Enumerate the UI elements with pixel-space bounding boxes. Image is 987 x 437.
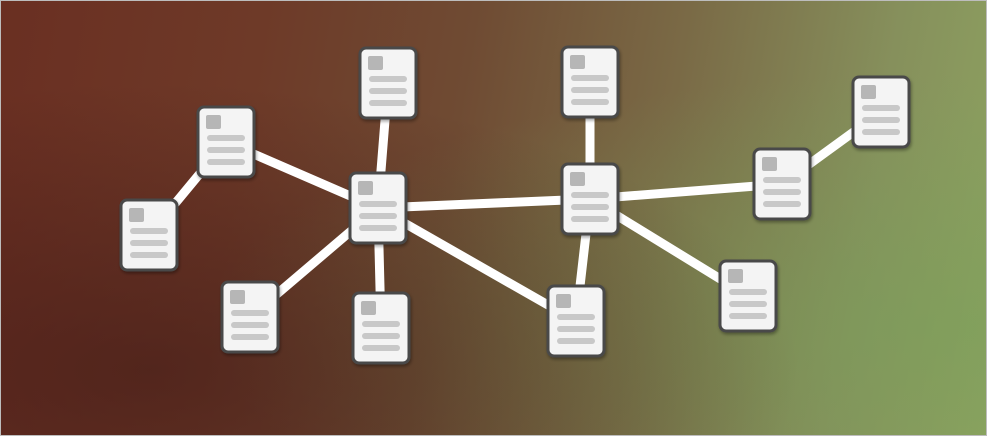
document-thumbnail <box>556 294 571 308</box>
document-text-line <box>369 100 407 106</box>
document-text-line <box>557 338 595 344</box>
document-node-doc-11[interactable] <box>718 259 778 333</box>
document-thumbnail <box>368 56 383 70</box>
document-text-line <box>362 333 400 339</box>
document-text-line <box>231 310 269 316</box>
document-node-doc-3[interactable] <box>220 280 280 354</box>
document-text-line <box>862 129 900 135</box>
document-thumbnail <box>230 290 245 304</box>
document-text-line <box>231 334 269 340</box>
document-text-line <box>207 147 245 153</box>
document-node-doc-4[interactable] <box>348 171 408 245</box>
document-text-line <box>729 313 767 319</box>
document-thumbnail <box>570 55 585 69</box>
document-text-line <box>359 201 397 207</box>
document-node-doc-2[interactable] <box>196 105 256 179</box>
document-text-line <box>557 314 595 320</box>
document-text-line <box>231 322 269 328</box>
edge-doc-9-doc-10 <box>585 179 787 204</box>
document-thumbnail <box>358 181 373 195</box>
document-text-line <box>130 252 168 258</box>
document-node-doc-8[interactable] <box>546 284 606 358</box>
document-thumbnail <box>861 85 876 99</box>
document-text-line <box>369 76 407 82</box>
document-text-line <box>763 189 801 195</box>
document-text-line <box>571 75 609 81</box>
document-node-doc-1[interactable] <box>119 198 179 272</box>
document-node-doc-12[interactable] <box>851 75 911 149</box>
document-text-line <box>362 321 400 327</box>
document-text-line <box>862 105 900 111</box>
document-text-line <box>359 213 397 219</box>
document-text-line <box>130 240 168 246</box>
edge-doc-4-doc-9 <box>373 194 595 213</box>
document-text-line <box>763 201 801 207</box>
document-text-line <box>207 159 245 165</box>
document-text-line <box>571 192 609 198</box>
document-node-doc-10[interactable] <box>752 147 812 221</box>
document-text-line <box>571 87 609 93</box>
document-thumbnail <box>361 301 376 315</box>
document-thumbnail <box>206 115 221 129</box>
document-text-line <box>763 177 801 183</box>
document-thumbnail <box>129 208 144 222</box>
document-text-line <box>369 88 407 94</box>
document-text-line <box>130 228 168 234</box>
document-thumbnail <box>762 157 777 171</box>
document-thumbnail <box>728 269 743 283</box>
document-node-doc-5[interactable] <box>358 46 418 120</box>
document-node-doc-7[interactable] <box>560 45 620 119</box>
document-text-line <box>359 225 397 231</box>
document-text-line <box>362 345 400 351</box>
document-text-line <box>729 289 767 295</box>
document-node-doc-6[interactable] <box>351 291 411 365</box>
document-text-line <box>557 326 595 332</box>
document-text-line <box>571 216 609 222</box>
document-text-line <box>571 204 609 210</box>
document-text-line <box>729 301 767 307</box>
document-text-line <box>862 117 900 123</box>
document-node-doc-9[interactable] <box>560 162 620 236</box>
edge-doc-4-doc-8 <box>373 203 581 326</box>
document-text-line <box>207 135 245 141</box>
document-thumbnail <box>570 172 585 186</box>
document-text-line <box>571 99 609 105</box>
node-layer <box>119 45 911 365</box>
